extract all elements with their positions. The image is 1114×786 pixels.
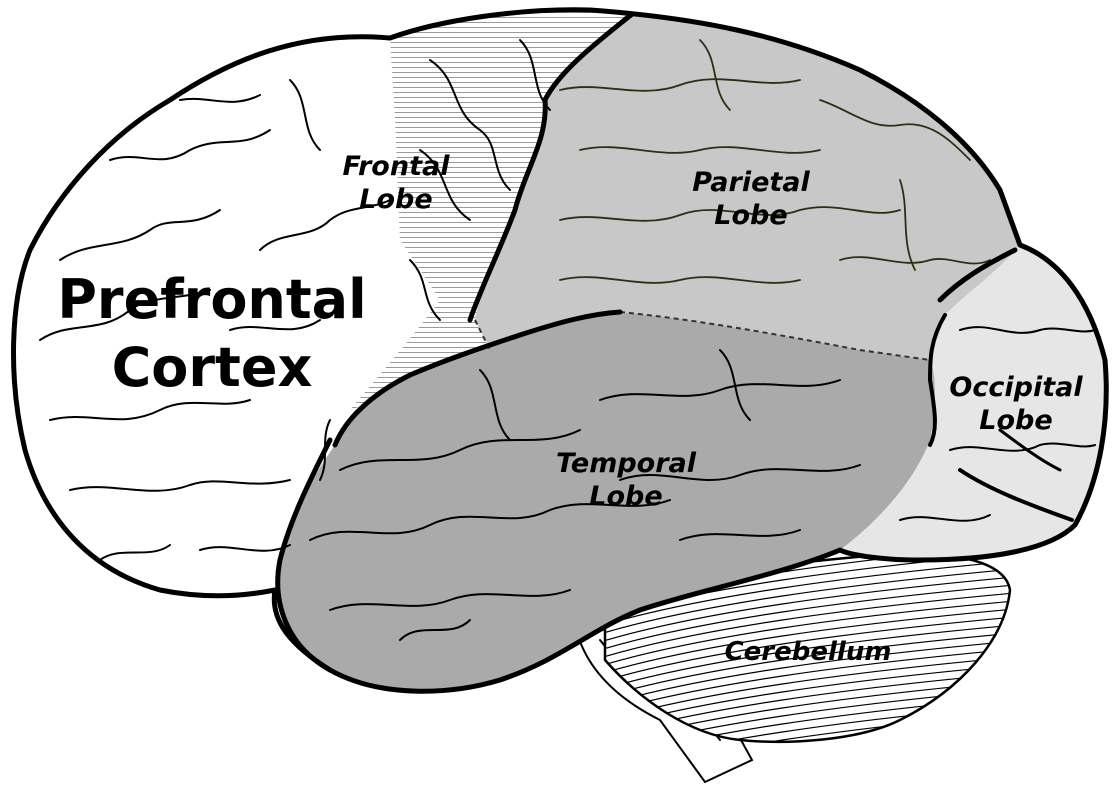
svg-text:Parietal: Parietal [692,167,810,198]
cerebellum-folium-line [605,616,1010,683]
cerebellum-folium-line [605,640,1010,707]
cerebellum-folium-line [605,576,1010,643]
svg-text:Lobe: Lobe [359,184,432,215]
cerebellum-folium-line [605,600,1010,667]
svg-text:Temporal: Temporal [556,448,697,479]
svg-text:Occipital: Occipital [949,372,1083,403]
svg-text:Frontal: Frontal [343,151,451,182]
cerebellum-label: Cerebellum [725,637,892,667]
occipital-lobe-label: Occipital Lobe [949,372,1083,436]
occipital-lobe-region [840,245,1107,560]
cerebellum-folium-line [605,624,1010,691]
svg-text:Cortex: Cortex [112,336,313,399]
svg-text:Lobe: Lobe [979,405,1052,436]
cerebellum-folium-line [605,608,1010,675]
svg-text:Lobe: Lobe [589,481,662,512]
svg-text:Prefrontal: Prefrontal [57,268,366,331]
cerebellum-folium-line [605,568,1010,635]
frontal-lobe-region [350,9,632,410]
temporal-lobe-label: Temporal Lobe [556,448,697,512]
cerebellum-folium-line [605,560,1010,627]
cerebellum-folium-line [605,592,1010,659]
svg-text:Lobe: Lobe [714,200,787,231]
gyri-detail [39,39,1096,641]
temporal-lobe-region [277,312,935,692]
frontal-lobe-label: Frontal Lobe [343,151,451,215]
prefrontal-cortex-region [13,36,441,596]
prefrontal-cortex-label: Prefrontal Cortex [57,268,366,399]
parietal-lobe-region [475,14,1020,360]
cerebellum-folium-line [605,584,1010,651]
parietal-lobe-label: Parietal Lobe [692,167,810,231]
cerebellum-folium-line [605,632,1010,699]
